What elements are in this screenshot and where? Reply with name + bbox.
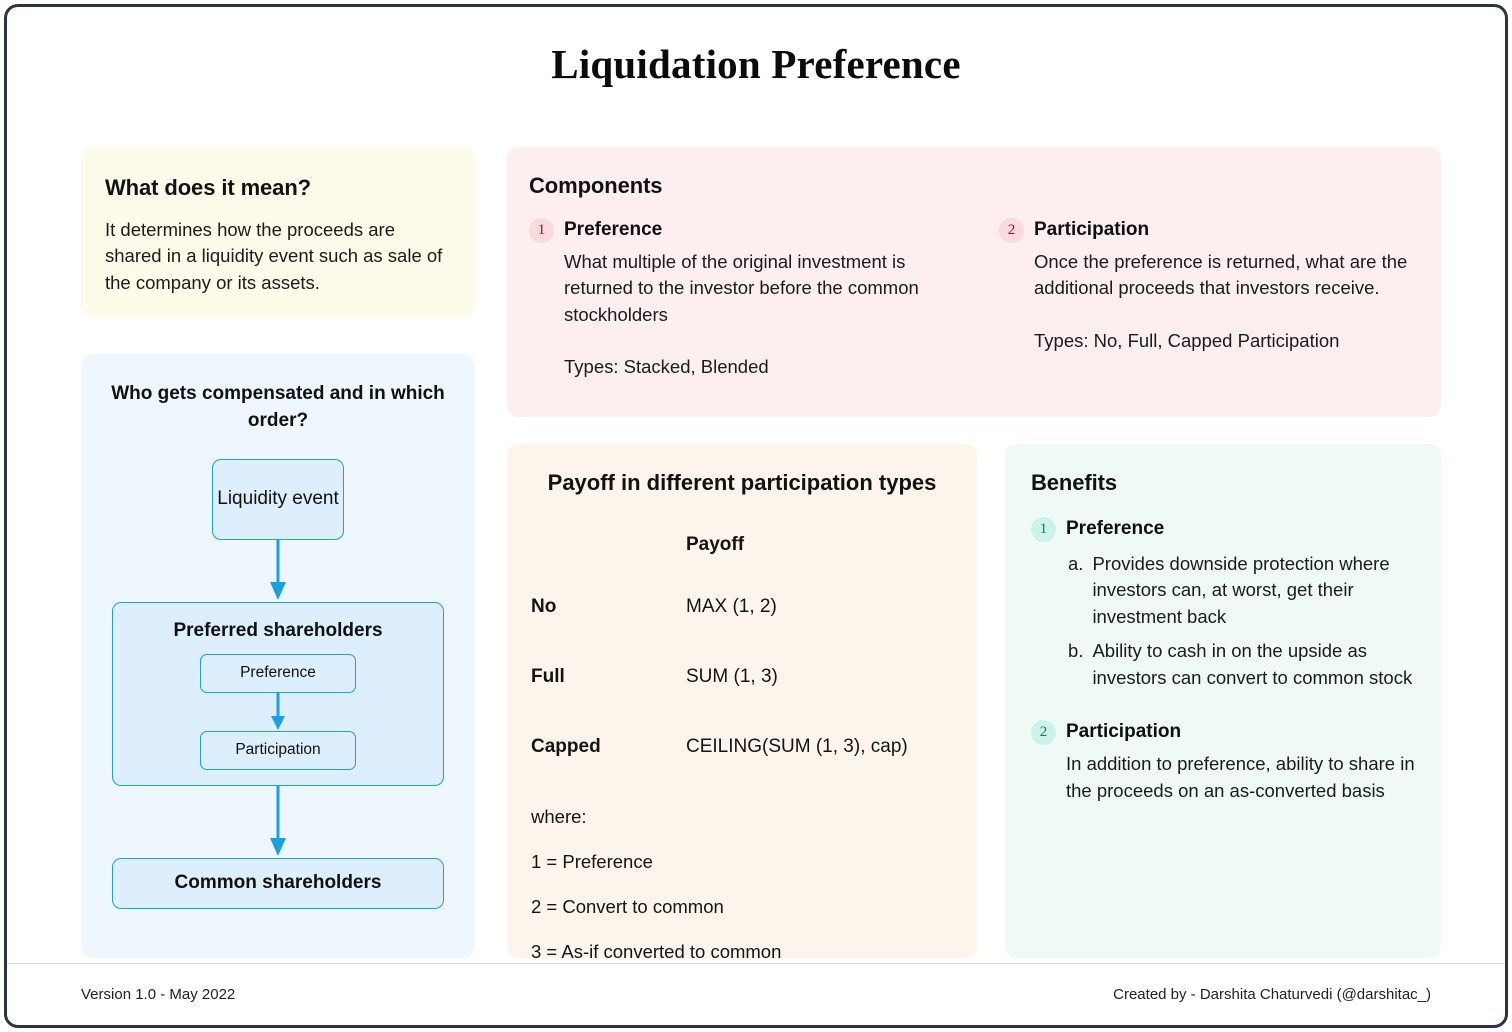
flow-node-common-shareholders: Common shareholders xyxy=(112,857,444,909)
number-badge: 1 xyxy=(529,218,554,243)
bullet-text: Provides downside protection where inves… xyxy=(1092,553,1390,627)
page-title: Liquidation Preference xyxy=(551,41,961,87)
component-title: Preference xyxy=(564,219,663,240)
component-title: Participation xyxy=(1034,219,1150,240)
benefit-body: In addition to preference, ability to sh… xyxy=(1066,753,1415,801)
payoff-heading: Payoff in different participation types xyxy=(547,470,937,495)
panel-compensation-order: Who gets compensated and in which order?… xyxy=(81,354,475,958)
list-item: b. Ability to cash in on the upside as i… xyxy=(1068,638,1417,691)
bullet-text: Ability to cash in on the upside as inve… xyxy=(1092,640,1413,688)
panel-benefits: Benefits 1 Preference a. Provides downsi… xyxy=(1005,444,1441,958)
component-item: 2 Participation Once the preference is r… xyxy=(999,217,1415,381)
component-types: Types: Stacked, Blended xyxy=(564,356,769,378)
flow-diagram: Liquidity event Preferred shareholders P… xyxy=(101,458,455,909)
number-badge: 1 xyxy=(1031,517,1056,542)
component-types: Types: No, Full, Capped Participation xyxy=(1034,329,1340,351)
payoff-type: No xyxy=(531,596,557,617)
payoff-table: Payoff No MAX (1, 2) Full SUM (1, 3) Cap… xyxy=(531,534,953,806)
table-row: Capped CEILING(SUM (1, 3), cap) xyxy=(531,736,953,806)
benefit-item: 2 Participation In addition to preferenc… xyxy=(1031,719,1417,804)
bullet-marker: b. xyxy=(1068,640,1084,662)
panel-components: Components 1 Preference What multiple of… xyxy=(507,147,1441,417)
payoff-type: Full xyxy=(531,666,565,687)
footer-version: Version 1.0 - May 2022 xyxy=(81,986,236,1003)
arrow-down-icon xyxy=(270,785,286,856)
meaning-heading: What does it mean? xyxy=(105,175,311,200)
infographic-card: Liquidation Preference What does it mean… xyxy=(4,4,1508,1028)
components-heading: Components xyxy=(529,173,663,198)
component-body: Once the preference is returned, what ar… xyxy=(1034,251,1408,299)
meaning-body: It determines how the proceeds are share… xyxy=(105,219,443,293)
benefit-bullet-list: a. Provides downside protection where in… xyxy=(1068,551,1417,691)
payoff-formula: SUM (1, 3) xyxy=(686,666,778,687)
footer: Version 1.0 - May 2022 Created by - Dars… xyxy=(7,963,1505,1025)
number-badge: 2 xyxy=(1031,720,1056,746)
payoff-type: Capped xyxy=(531,736,601,757)
payoff-type-header xyxy=(531,534,686,596)
number-badge: 2 xyxy=(999,218,1024,243)
payoff-column-header: Payoff xyxy=(686,534,745,555)
table-row: Full SUM (1, 3) xyxy=(531,666,953,736)
panel-what-does-it-mean: What does it mean? It determines how the… xyxy=(81,147,475,318)
footer-credit: Created by - Darshita Chaturvedi (@darsh… xyxy=(1113,986,1431,1003)
component-body: What multiple of the original investment… xyxy=(564,251,919,325)
flow-node-liquidity-event: Liquidity event xyxy=(212,458,344,540)
legend-item: 3 = As-if converted to common xyxy=(531,941,782,962)
payoff-formula: CEILING(SUM (1, 3), cap) xyxy=(686,736,908,757)
flow-heading: Who gets compensated and in which order? xyxy=(111,383,445,431)
arrow-down-icon xyxy=(271,692,285,730)
table-row: No MAX (1, 2) xyxy=(531,596,953,666)
payoff-formula: MAX (1, 2) xyxy=(686,596,777,617)
benefit-title: Preference xyxy=(1066,518,1165,539)
benefit-title: Participation xyxy=(1066,721,1182,743)
table-header-row: Payoff xyxy=(531,534,953,596)
flow-node-preferred-shareholders: Preferred shareholders Preference Partic… xyxy=(112,601,444,786)
benefits-heading: Benefits xyxy=(1031,470,1117,495)
flow-node-preference: Preference xyxy=(200,653,356,693)
legend-item: 2 = Convert to common xyxy=(531,896,724,917)
arrow-down-icon xyxy=(270,539,286,600)
panel-payoff: Payoff in different participation types … xyxy=(507,444,977,962)
bullet-marker: a. xyxy=(1068,553,1084,574)
list-item: a. Provides downside protection where in… xyxy=(1068,551,1417,630)
flow-node-participation: Participation xyxy=(200,730,356,770)
legend-item: 1 = Preference xyxy=(531,851,653,872)
benefit-item: 1 Preference a. Provides downside protec… xyxy=(1031,516,1417,691)
where-label: where: xyxy=(531,806,587,827)
flow-preferred-label: Preferred shareholders xyxy=(173,619,383,641)
component-item: 1 Preference What multiple of the origin… xyxy=(529,217,945,381)
